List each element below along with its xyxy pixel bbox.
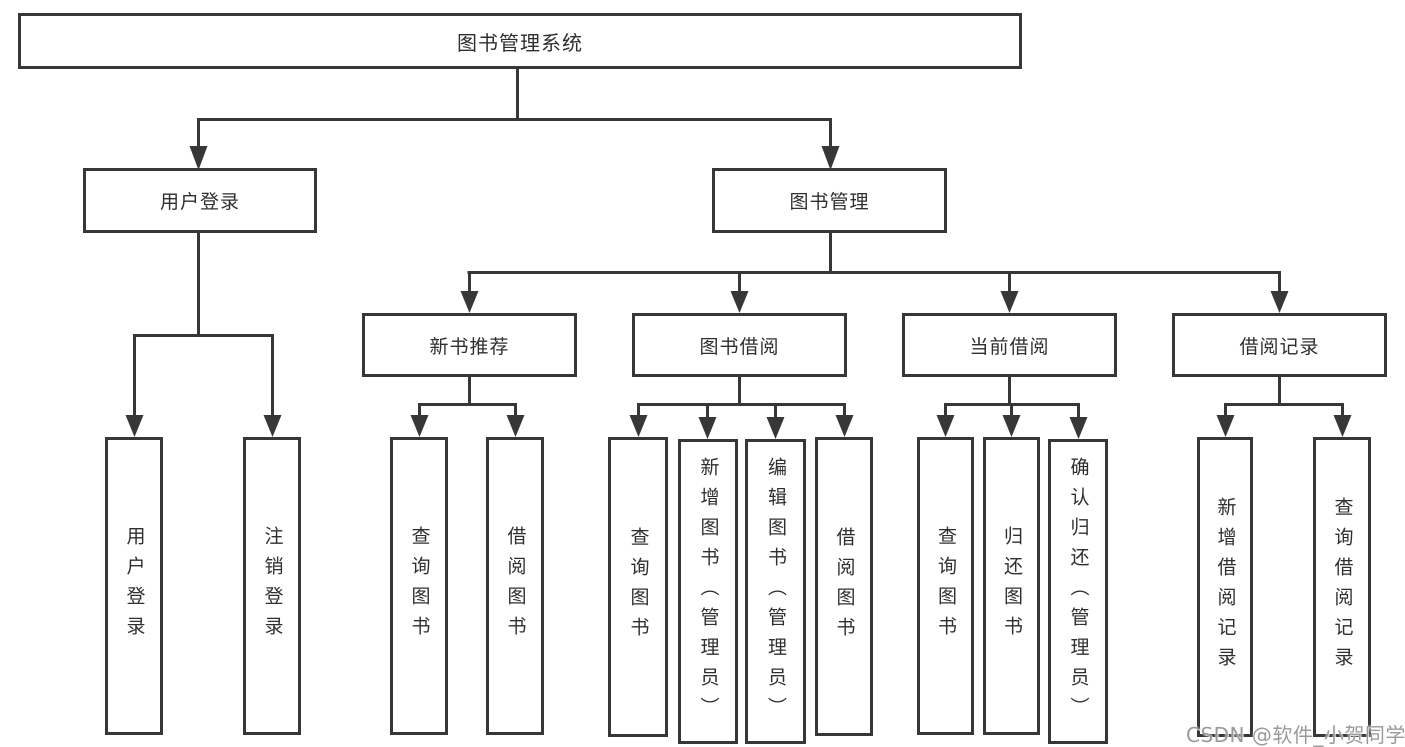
leaf-logout: 注销登录 [243,437,301,735]
leaf-borrow-books-borrowing: 借阅图书 [815,437,873,736]
node-user-login: 用户登录 [83,168,317,233]
leaf-add-books-admin-label: 新增图书（管理员） [697,456,720,727]
leaf-add-borrow-record: 新增借阅记录 [1197,437,1253,737]
node-user-login-label: 用户登录 [159,191,240,213]
node-book-management: 图书管理 [712,168,947,233]
node-current-borrowing: 当前借阅 [902,313,1117,377]
leaf-edit-books-admin: 编辑图书（管理员） [745,439,806,744]
leaf-add-borrow-record-label: 新增借阅记录 [1214,497,1237,677]
leaf-query-books-recommend-label: 查询图书 [408,526,431,646]
node-new-book-recommend: 新书推荐 [362,313,577,377]
node-borrowing-records: 借阅记录 [1172,313,1387,377]
node-book-borrowing: 图书借阅 [632,313,847,377]
csdn-watermark: CSDN @软件_小贺同学 [1186,723,1405,747]
leaf-logout-label: 注销登录 [261,526,284,646]
leaf-query-books-current: 查询图书 [917,437,974,735]
leaf-edit-books-admin-label: 编辑图书（管理员） [765,456,787,727]
leaf-query-borrow-record: 查询借阅记录 [1313,437,1371,737]
leaf-return-books: 归还图书 [983,437,1040,735]
node-library-management-system-label: 图书管理系统 [457,30,583,55]
node-borrowing-records-label: 借阅记录 [1239,335,1320,358]
leaf-add-books-admin: 新增图书（管理员） [678,439,738,744]
leaf-query-books-borrowing-label: 查询图书 [627,527,650,647]
leaf-query-books-recommend: 查询图书 [390,437,448,735]
leaf-borrow-books-borrowing-label: 借阅图书 [833,526,856,647]
node-book-borrowing-label: 图书借阅 [699,335,780,358]
leaf-confirm-return-admin-label: 确认归还（管理员） [1067,456,1090,727]
leaf-user-login: 用户登录 [105,437,163,735]
leaf-query-books-borrowing: 查询图书 [608,437,668,737]
leaf-borrow-books-recommend: 借阅图书 [486,437,544,735]
leaf-query-books-current-label: 查询图书 [935,526,957,646]
leaf-user-login-label: 用户登录 [123,526,146,646]
leaf-return-books-label: 归还图书 [1001,526,1023,646]
leaf-confirm-return-admin: 确认归还（管理员） [1048,439,1108,744]
leaf-borrow-books-recommend-label: 借阅图书 [504,526,527,646]
node-new-book-recommend-label: 新书推荐 [429,335,510,358]
node-book-management-label: 图书管理 [789,191,870,213]
leaf-query-borrow-record-label: 查询借阅记录 [1331,497,1354,677]
node-current-borrowing-label: 当前借阅 [969,335,1050,358]
node-library-management-system: 图书管理系统 [18,13,1022,69]
